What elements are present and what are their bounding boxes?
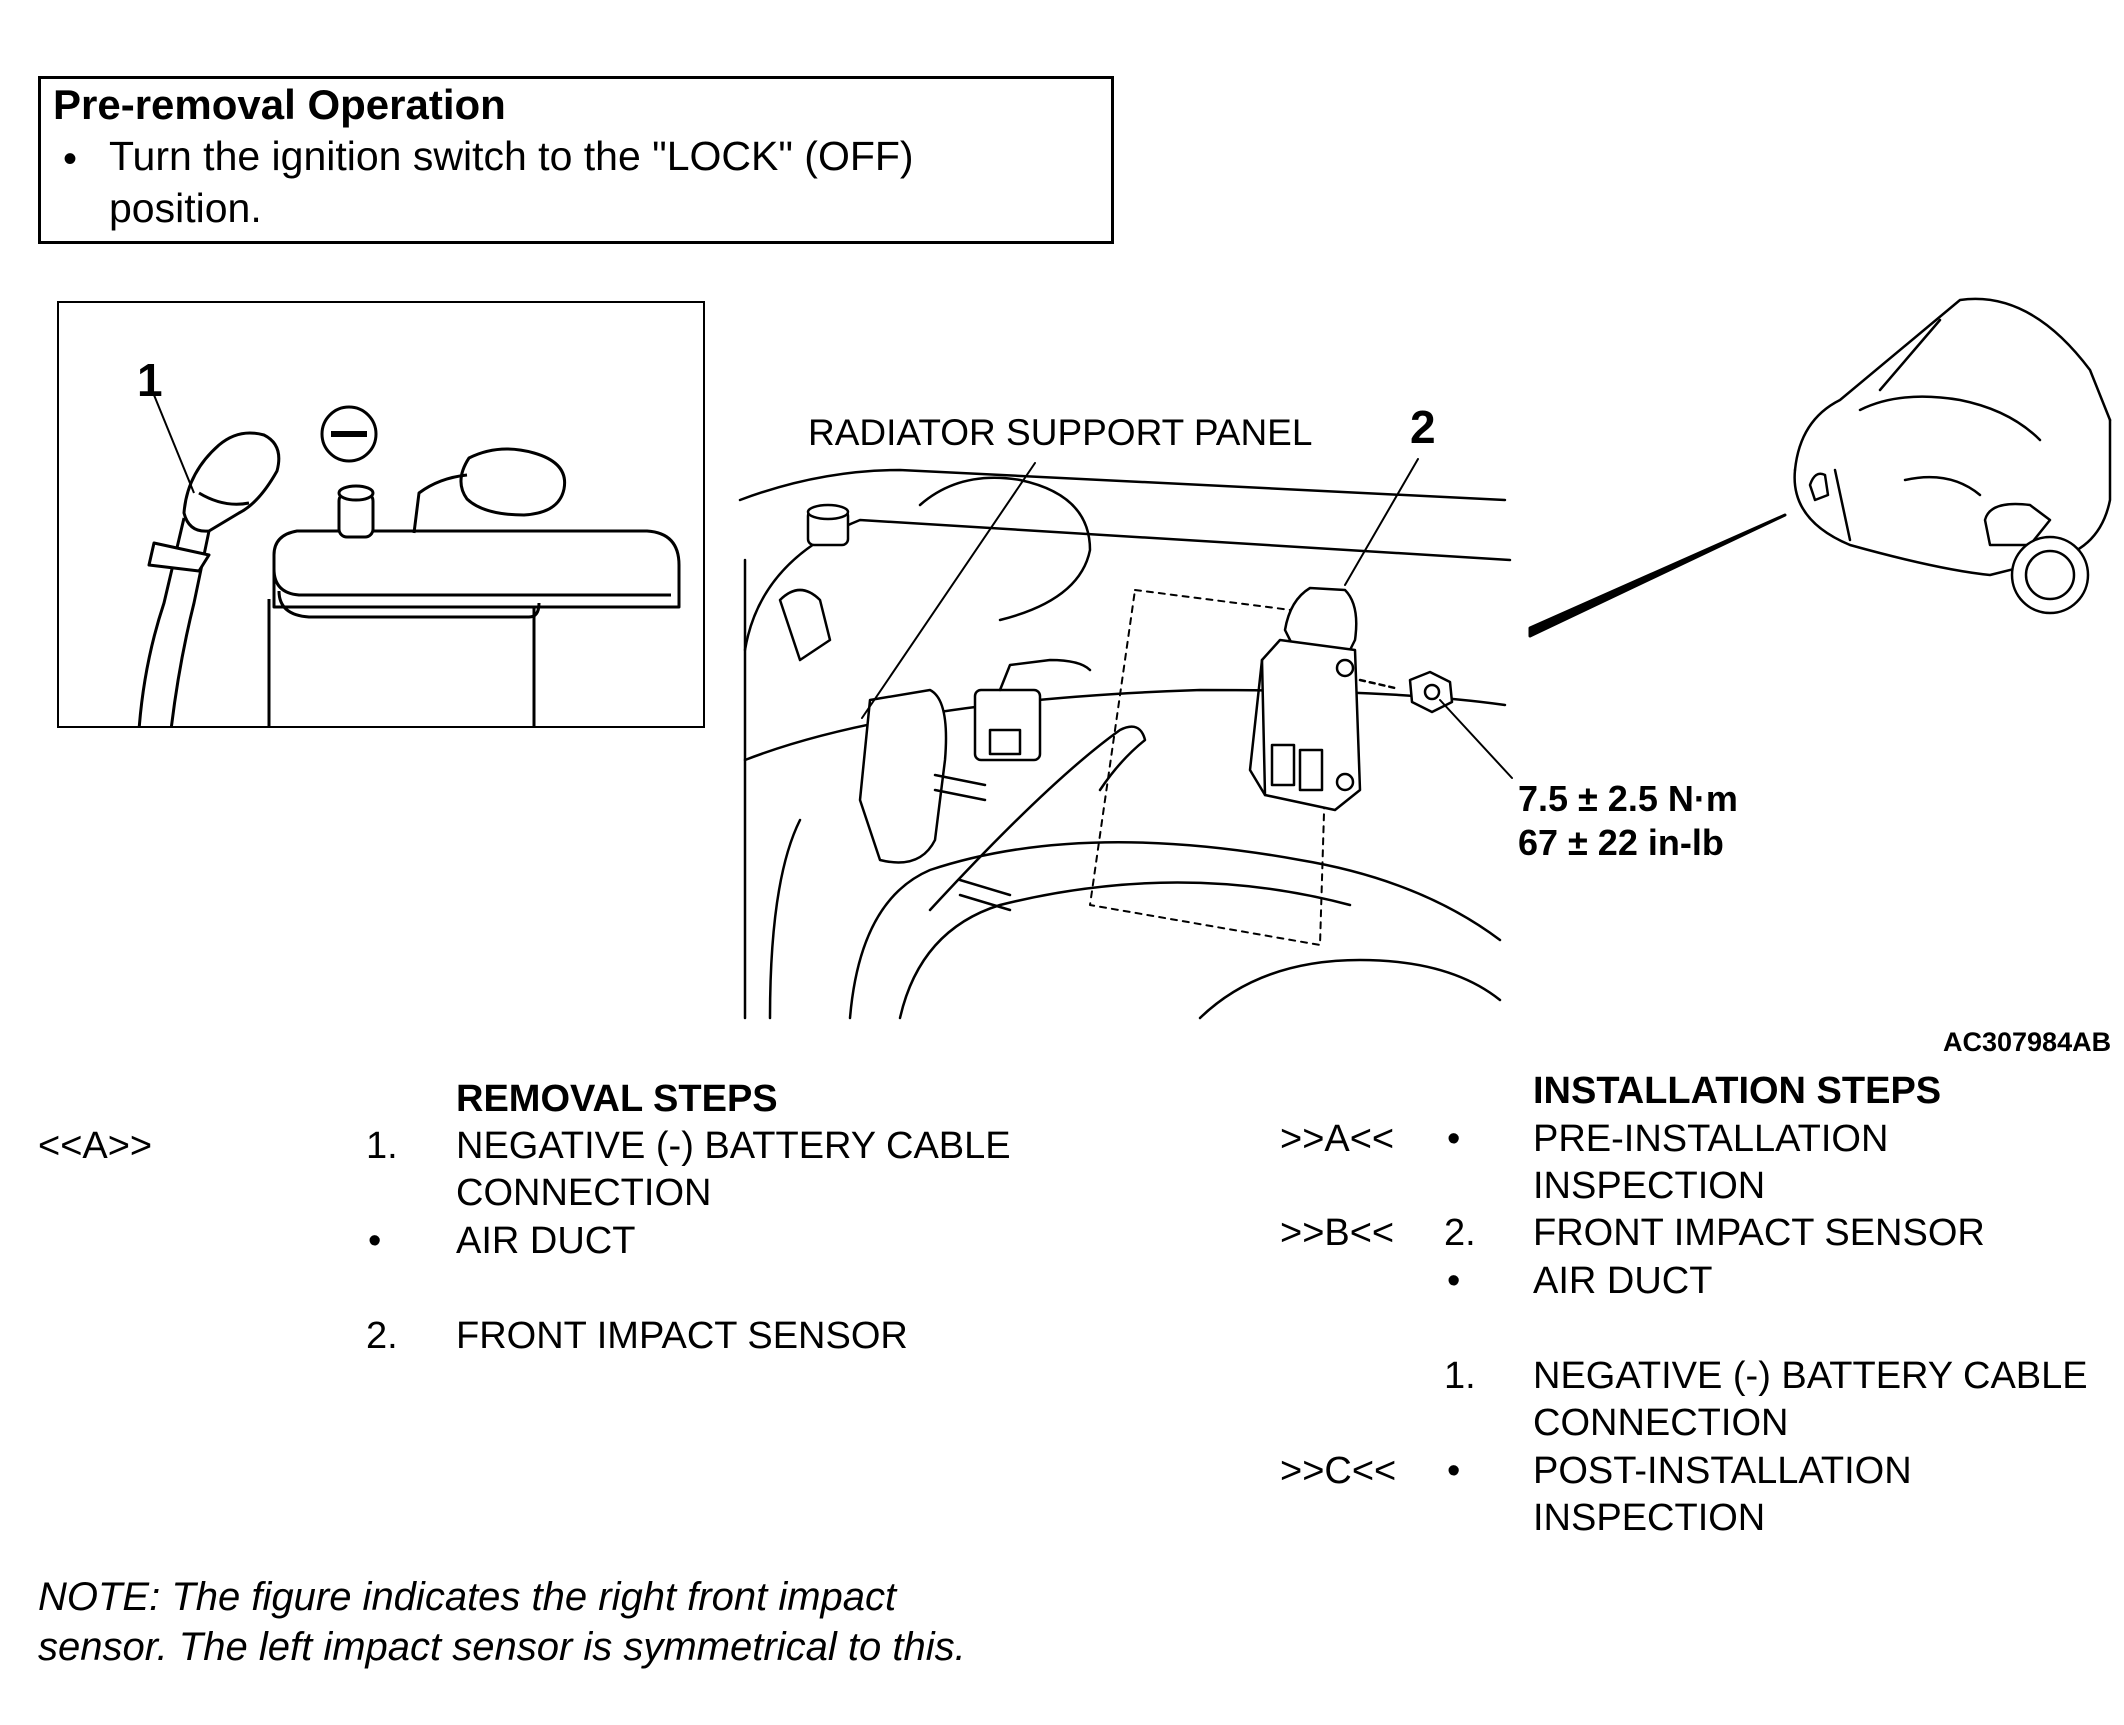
installation-step-2-text: FRONT IMPACT SENSOR — [1533, 1212, 1985, 1254]
note-line-1: NOTE: The figure indicates the right fro… — [38, 1575, 897, 1619]
battery-illustration — [137, 394, 681, 726]
pre-removal-text-line-2: position. — [109, 185, 262, 231]
installation-step-2-number: 2. — [1444, 1212, 1476, 1254]
installation-step-5-bullet: • — [1447, 1450, 1461, 1492]
installation-steps-heading: INSTALLATION STEPS — [1533, 1070, 1942, 1112]
battery-inset-figure: 1 — [57, 301, 705, 728]
installation-step-1-text: PRE-INSTALLATION — [1533, 1118, 1889, 1160]
installation-step-1-marker: >>A<< — [1280, 1118, 1395, 1160]
note-line-2: sensor. The left impact sensor is symmet… — [38, 1625, 966, 1669]
radiator-support-panel-label: RADIATOR SUPPORT PANEL — [808, 412, 1313, 453]
removal-step-1-text: NEGATIVE (-) BATTERY CABLE — [456, 1125, 1011, 1167]
installation-step-1-text-cont: INSPECTION — [1533, 1165, 1766, 1207]
removal-step-1-text-cont: CONNECTION — [456, 1172, 712, 1214]
torque-inlb-label: 67 ± 22 in-lb — [1518, 822, 1724, 863]
installation-step-4-text: NEGATIVE (-) BATTERY CABLE — [1533, 1355, 2088, 1397]
installation-step-3-text: AIR DUCT — [1533, 1260, 1713, 1302]
installation-step-5-text-cont: INSPECTION — [1533, 1497, 1766, 1539]
removal-steps-heading: REMOVAL STEPS — [456, 1078, 778, 1120]
removal-step-1-number: 1. — [366, 1125, 398, 1167]
installation-step-5-text: POST-INSTALLATION — [1533, 1450, 1912, 1492]
installation-step-3-bullet: • — [1447, 1260, 1461, 1302]
torque-nm-label: 7.5 ± 2.5 N·m — [1518, 778, 1738, 819]
pre-removal-box: Pre-removal Operation • Turn the ignitio… — [38, 76, 1114, 244]
removal-step-1-marker: <<A>> — [38, 1125, 153, 1167]
removal-step-3-text: FRONT IMPACT SENSOR — [456, 1315, 908, 1357]
installation-step-5-marker: >>C<< — [1280, 1450, 1397, 1492]
removal-step-2-text: AIR DUCT — [456, 1220, 636, 1262]
callout-2-label: 2 — [1410, 401, 1436, 453]
installation-step-4-number: 1. — [1444, 1355, 1476, 1397]
figure-code: AC307984AB — [1943, 1027, 2112, 1057]
installation-step-1-bullet: • — [1447, 1118, 1461, 1160]
installation-step-4-text-cont: CONNECTION — [1533, 1402, 1789, 1444]
removal-step-3-number: 2. — [366, 1315, 398, 1357]
pre-removal-text-line-1: Turn the ignition switch to the "LOCK" (… — [109, 133, 914, 179]
pre-removal-title: Pre-removal Operation — [53, 81, 506, 128]
callout-1-label: 1 — [137, 354, 163, 406]
removal-step-2-bullet: • — [368, 1220, 382, 1262]
pre-removal-bullet: • — [63, 137, 78, 181]
installation-step-2-marker: >>B<< — [1280, 1212, 1395, 1254]
